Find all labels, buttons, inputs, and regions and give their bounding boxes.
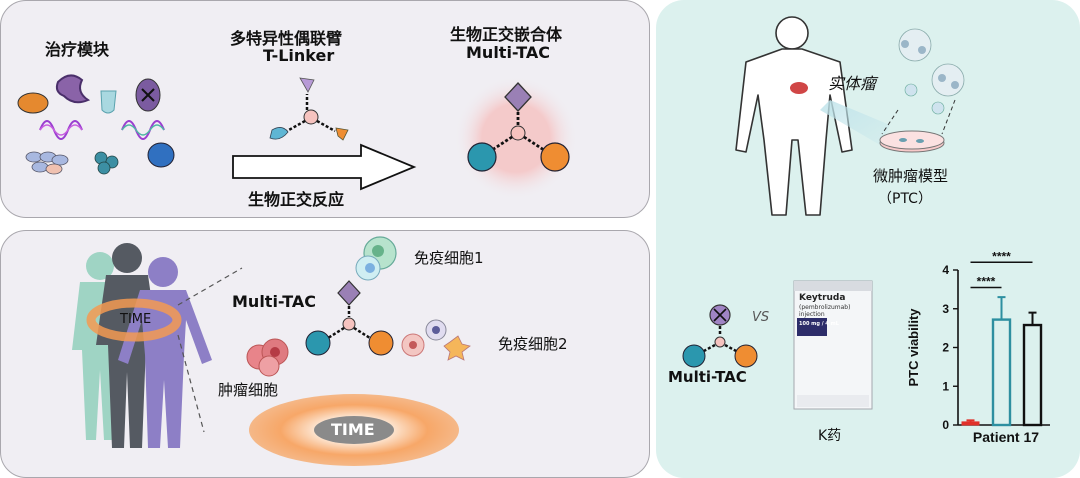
tumor-cell-label: 肿瘤细胞 xyxy=(218,381,279,399)
multi-tac-label-right: Multi-TAC xyxy=(668,368,747,386)
bar xyxy=(961,421,980,426)
t-linker-molecule xyxy=(269,77,349,141)
body-time-label: TIME xyxy=(120,312,152,327)
keytruda-box-icon xyxy=(793,280,873,410)
keytruda-brand: Keytruda xyxy=(799,293,846,303)
multi-tac-label-bottom: Multi-TAC xyxy=(232,292,317,311)
y-tick-label: 1 xyxy=(942,379,949,393)
bar xyxy=(991,318,1012,427)
y-tick-label: 0 xyxy=(942,418,949,432)
tumor-sample-clusters xyxy=(820,28,965,145)
y-axis-label: PTC viability xyxy=(906,308,921,387)
immune-cell-2-label: 免疫细胞2 xyxy=(498,335,568,353)
sig-label: **** xyxy=(992,249,1011,263)
human-outline-figure xyxy=(735,16,853,216)
petri-dish-icon xyxy=(879,130,945,153)
multi-tac-molecule-bottom xyxy=(305,280,394,356)
reaction-arrow xyxy=(232,143,417,191)
time-label: TIME xyxy=(331,420,375,439)
keytruda-strength: 100 mg / 4 mL xyxy=(799,321,839,327)
multi-tac-product xyxy=(454,76,578,200)
vs-label: VS xyxy=(752,310,770,325)
therapeutic-modules-label: 治疗模块 xyxy=(45,40,110,59)
time-ellipse xyxy=(249,394,459,466)
ptc-abbrev-label: （PTC） xyxy=(878,191,932,207)
y-tick-label: 3 xyxy=(942,302,949,316)
micro-tumor-model-label: 微肿瘤模型 xyxy=(873,167,949,185)
keytruda-label: K药 xyxy=(818,428,842,444)
linker-title: 多特异性偶联臂 xyxy=(230,29,343,48)
keytruda-generic: (pembrolizumab) xyxy=(799,304,851,311)
reaction-label: 生物正交反应 xyxy=(248,190,345,209)
product-title: 生物正交嵌合体 xyxy=(450,25,563,44)
y-tick-label: 2 xyxy=(942,341,949,355)
solid-tumor-label: 实体瘤 xyxy=(828,74,877,93)
linker-subtitle: T-Linker xyxy=(263,46,335,65)
immune-cell-1-icon xyxy=(355,236,397,281)
multi-tac-molecule-right xyxy=(682,304,758,368)
sig-label: **** xyxy=(977,274,996,288)
product-subtitle: Multi-TAC xyxy=(466,43,551,62)
keytruda-form: injection xyxy=(799,311,825,318)
therapeutic-modules-icons xyxy=(17,74,175,175)
tumor-cell-icon xyxy=(246,338,289,377)
x-axis-label: Patient 17 xyxy=(973,429,1039,445)
immune-cell-2-icon xyxy=(401,319,471,361)
immune-cell-1-label: 免疫细胞1 xyxy=(414,249,484,267)
y-tick-label: 4 xyxy=(942,263,949,277)
human-silhouettes xyxy=(72,243,243,448)
bar xyxy=(1022,323,1043,427)
